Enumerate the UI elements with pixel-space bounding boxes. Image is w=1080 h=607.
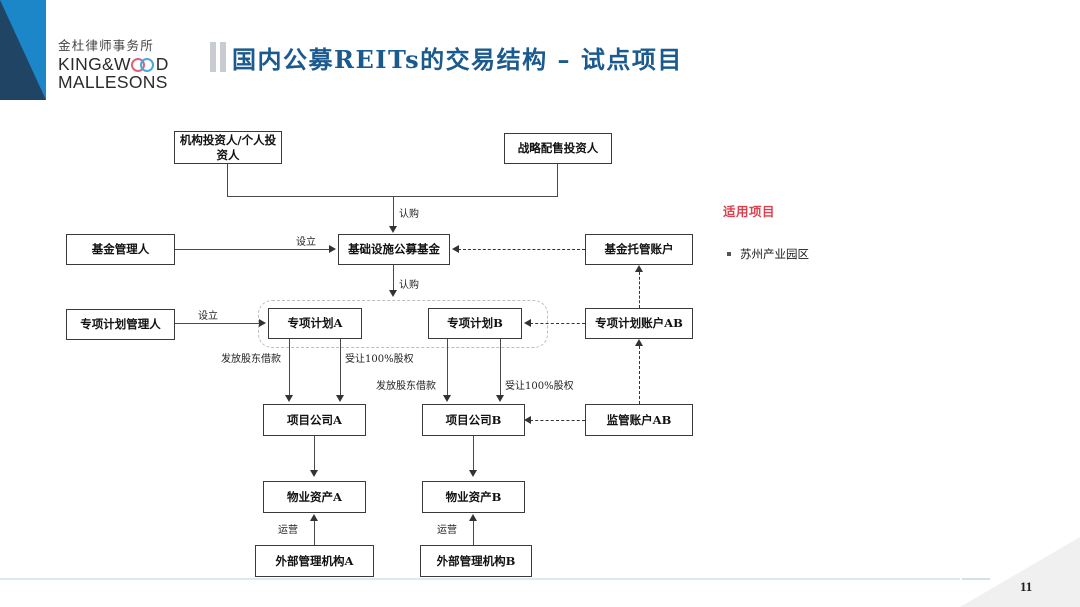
edge-subscribe-fund-line bbox=[393, 196, 395, 228]
node-project-co-b[interactable]: 项目公司B bbox=[422, 404, 525, 436]
node-project-co-a[interactable]: 项目公司A bbox=[263, 404, 366, 436]
edge-label-equity-transfer-b: 受让100%股权 bbox=[505, 381, 574, 392]
edge-supervision-to-project-b bbox=[530, 420, 585, 421]
kwm-logo-text: 金杜律师事务所 KING&W D MALLESONS bbox=[58, 38, 178, 92]
arrow-project-a-to-asset-a bbox=[310, 470, 318, 477]
bullet-icon bbox=[727, 252, 731, 256]
node-supervision-account-ab[interactable]: 监管账户AB bbox=[585, 404, 693, 436]
edge-label-establish-fund: 设立 bbox=[296, 237, 316, 248]
logo-en-post: D bbox=[155, 53, 169, 74]
node-abs-plan-b[interactable]: 专项计划B bbox=[428, 308, 522, 339]
edge-subscribe-abs-line bbox=[393, 265, 395, 292]
node-abs-manager[interactable]: 专项计划管理人 bbox=[66, 309, 175, 340]
node-abs-plan-a[interactable]: 专项计划A bbox=[268, 308, 362, 339]
arrow-subscribe-fund bbox=[389, 226, 397, 233]
arrow-establish-fund bbox=[329, 245, 336, 253]
page-number: 11 bbox=[1020, 579, 1033, 594]
node-public-fund[interactable]: 基础设施公募基金 bbox=[338, 234, 450, 265]
node-strategic-investors[interactable]: 战略配售投资人 bbox=[504, 133, 612, 164]
arrow-operate-a bbox=[310, 514, 318, 521]
edge-custody-to-fund bbox=[458, 249, 585, 250]
arrow-supervision-to-project-b bbox=[524, 416, 531, 424]
edge-establish-fund-line bbox=[175, 249, 330, 251]
node-fund-custody-account[interactable]: 基金托管账户 bbox=[585, 234, 693, 265]
edge-abs-account-to-plan-b bbox=[530, 323, 585, 324]
logo-en-pre: KING&W bbox=[58, 53, 131, 74]
edge-label-operate-a: 运营 bbox=[278, 525, 298, 536]
edge-operate-a-line bbox=[314, 521, 316, 545]
node-external-manager-a[interactable]: 外部管理机构A bbox=[255, 545, 374, 577]
arrow-equity-a bbox=[336, 395, 344, 402]
edge-project-a-to-asset-a bbox=[314, 436, 316, 472]
edge-equity-b-line bbox=[500, 339, 502, 397]
edge-label-operate-b: 运营 bbox=[437, 525, 457, 536]
node-retail-investors[interactable]: 机构投资人/个人投资人 bbox=[174, 131, 282, 164]
arrow-project-b-to-asset-b bbox=[469, 470, 477, 477]
arrow-loan-b bbox=[443, 395, 451, 402]
node-property-asset-a[interactable]: 物业资产A bbox=[263, 481, 366, 513]
edge-project-b-to-asset-b bbox=[473, 436, 475, 472]
applicable-projects-heading: 适用项目 bbox=[723, 204, 776, 219]
arrow-loan-a bbox=[285, 395, 293, 402]
kwm-logo-mark bbox=[0, 0, 46, 100]
edge-investors-join bbox=[227, 196, 558, 198]
edge-label-equity-transfer-a: 受让100%股权 bbox=[345, 354, 414, 365]
edge-label-shareholder-loan-b: 发放股东借款 bbox=[376, 381, 436, 392]
node-external-manager-b[interactable]: 外部管理机构B bbox=[420, 545, 532, 577]
arrow-operate-b bbox=[469, 514, 477, 521]
edge-loan-b-line bbox=[447, 339, 449, 397]
footer-rule bbox=[0, 578, 960, 580]
page-number-tick bbox=[962, 578, 990, 580]
arrow-supervision-to-abs-account bbox=[635, 339, 643, 346]
edge-equity-a-line bbox=[340, 339, 342, 397]
edge-supervision-to-abs-account bbox=[639, 346, 640, 404]
edge-strategic-drop bbox=[557, 164, 559, 196]
edge-establish-abs-line bbox=[175, 323, 260, 325]
edge-label-establish-abs: 设立 bbox=[198, 311, 218, 322]
arrow-custody-to-fund bbox=[452, 245, 459, 253]
edge-label-subscribe-fund: 认购 bbox=[399, 209, 419, 220]
edge-abs-account-to-custody bbox=[639, 272, 640, 308]
page-title: 国内公募REITs的交易结构 – 试点项目 bbox=[232, 45, 683, 74]
logo-chinese-name: 金杜律师事务所 bbox=[58, 38, 154, 53]
arrow-subscribe-abs bbox=[389, 290, 397, 297]
node-fund-manager[interactable]: 基金管理人 bbox=[66, 234, 175, 265]
arrow-equity-b bbox=[496, 395, 504, 402]
arrow-abs-account-to-custody bbox=[635, 265, 643, 272]
arrow-establish-abs bbox=[259, 319, 266, 327]
edge-retail-drop bbox=[227, 164, 229, 196]
edge-operate-b-line bbox=[473, 521, 475, 545]
logo-double-o-icon bbox=[130, 57, 156, 73]
title-accent-bars bbox=[210, 42, 226, 72]
edge-label-subscribe-abs: 认购 bbox=[399, 280, 419, 291]
logo-english-line2: MALLESONS bbox=[58, 72, 168, 92]
edge-loan-a-line bbox=[289, 339, 291, 397]
applicable-project-item: 苏州产业园区 bbox=[727, 246, 809, 262]
logo-english-line1: KING&W D bbox=[58, 53, 178, 74]
node-property-asset-b[interactable]: 物业资产B bbox=[422, 481, 525, 513]
arrow-abs-account-to-plan-b bbox=[524, 319, 531, 327]
edge-label-shareholder-loan-a: 发放股东借款 bbox=[221, 354, 281, 365]
applicable-project-label: 苏州产业园区 bbox=[740, 247, 809, 261]
node-abs-account-ab[interactable]: 专项计划账户AB bbox=[585, 308, 693, 339]
